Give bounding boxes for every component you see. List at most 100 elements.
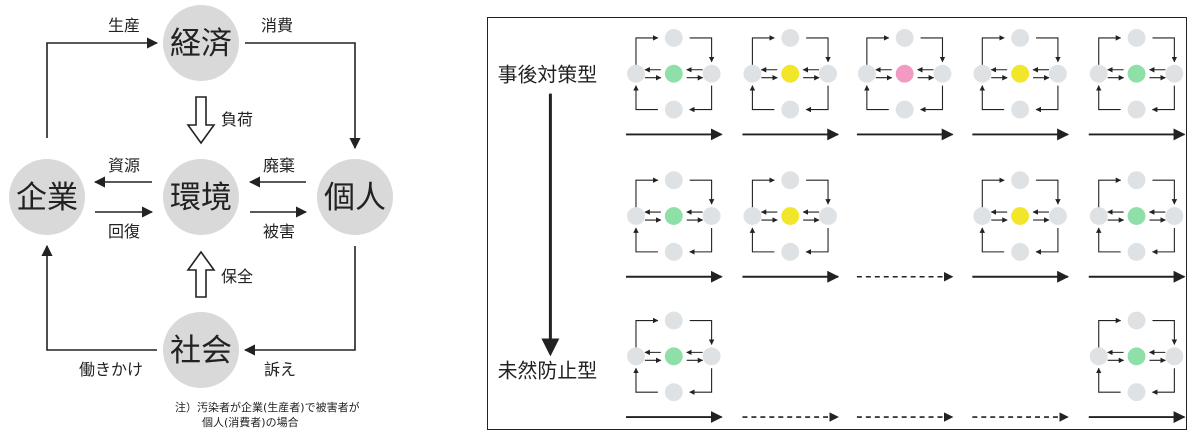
mini-arrow <box>1098 317 1122 349</box>
mini-arrow <box>751 35 775 66</box>
mini-arrow <box>805 85 829 113</box>
mini-node-center-yellow <box>1011 207 1030 225</box>
mini-arrow <box>635 35 659 66</box>
mini-arrow <box>1098 35 1122 66</box>
mini-arrow <box>1152 37 1178 63</box>
mini-arrow <box>1036 37 1061 63</box>
mini-arrow <box>633 85 658 111</box>
mini-node-center-green <box>1127 64 1146 83</box>
mini-arrow <box>1151 85 1175 113</box>
mini-arrow <box>806 179 831 205</box>
mini-node-center-green <box>1127 207 1146 225</box>
mini-arrow <box>749 85 775 111</box>
node-kigyou-label: 企業 <box>16 180 78 216</box>
mini-node-center-green <box>1127 347 1146 366</box>
label-haiki: 廃棄 <box>263 156 295 175</box>
mini-arrow <box>1098 177 1122 209</box>
mini-node <box>627 207 645 225</box>
mini-arrow <box>689 85 713 113</box>
arrow-seisan <box>46 37 159 138</box>
mini-arrow <box>1095 227 1121 253</box>
mini-node <box>664 28 683 47</box>
mini-cycle-icon <box>627 171 721 261</box>
mini-node <box>1165 207 1184 225</box>
node-kojin: 個人 <box>317 159 393 235</box>
mini-cycle-icon <box>1089 28 1184 119</box>
mini-node <box>1011 171 1030 190</box>
node-keizai: 経済 <box>163 5 239 81</box>
prevention-comparison-panel: 事後対策型 未然防止型 <box>487 17 1187 430</box>
node-kigyou: 企業 <box>9 159 85 235</box>
scenario-grid <box>626 28 1186 424</box>
mini-cycle-icon <box>627 28 721 119</box>
mini-node <box>1011 28 1030 47</box>
mini-cycle-icon <box>1089 311 1184 402</box>
arrow-uttae <box>243 246 356 356</box>
mini-arrow <box>920 85 944 113</box>
mini-arrow <box>749 227 775 253</box>
arrow-shouhi <box>245 42 361 150</box>
mini-node-center-yellow <box>781 207 800 225</box>
mini-node <box>819 207 837 225</box>
label-hatarakikake: 働きかけ <box>79 360 143 379</box>
mini-node <box>1048 64 1067 83</box>
mini-node <box>1127 311 1146 330</box>
note-line-2: 個人(消費者)の場合 <box>202 415 299 429</box>
mini-node <box>1089 64 1108 83</box>
mini-node <box>702 207 721 225</box>
node-kojin-label: 個人 <box>324 180 386 216</box>
mini-node <box>1048 207 1067 225</box>
mini-node <box>973 64 992 83</box>
label-hozen: 保全 <box>221 267 253 286</box>
mini-node-center-pink <box>895 64 914 83</box>
mini-node <box>664 383 683 402</box>
label-uttae: 訴え <box>264 360 296 379</box>
mini-arrow <box>1152 179 1178 205</box>
mini-cycle-icon <box>627 311 721 402</box>
mini-node <box>627 347 645 366</box>
mini-node-center-yellow <box>1011 64 1030 83</box>
mini-arrow <box>1035 227 1059 255</box>
mini-arrow <box>1151 368 1175 395</box>
mini-cycle-icon <box>973 28 1067 119</box>
mini-node <box>1165 64 1184 83</box>
mini-node-center-green <box>664 347 683 366</box>
label-jigo-taisaku: 事後対策型 <box>498 64 597 87</box>
mini-node <box>664 242 683 261</box>
node-kankyou-label: 環境 <box>170 180 232 216</box>
mini-arrow <box>864 85 889 111</box>
mini-node <box>1127 100 1146 119</box>
label-shigen: 資源 <box>108 156 140 175</box>
mini-node-center-green <box>664 64 683 83</box>
mini-arrow <box>979 85 1005 111</box>
mini-node <box>1011 100 1030 119</box>
progression-arrow-head <box>541 338 560 357</box>
note-line-1: 注）汚染者が企業(生産者)で被害者が <box>175 400 360 414</box>
mini-node <box>933 64 952 83</box>
mini-node <box>781 28 800 47</box>
mini-node <box>743 207 762 225</box>
mini-arrow <box>633 367 658 393</box>
mini-arrow <box>1151 227 1175 255</box>
mini-node <box>743 64 762 83</box>
mini-node <box>702 64 721 83</box>
mini-arrow <box>751 177 775 209</box>
mini-arrow <box>981 177 1005 209</box>
mini-node <box>1089 207 1108 225</box>
mini-arrow <box>805 227 829 255</box>
mini-node <box>857 64 876 83</box>
mini-node <box>1127 383 1146 402</box>
mini-node <box>664 171 683 190</box>
mini-arrow <box>1152 319 1178 345</box>
node-shakai: 社会 <box>163 312 239 388</box>
mini-node <box>819 64 837 83</box>
mini-arrow <box>1036 179 1061 205</box>
mini-node <box>781 171 800 190</box>
node-shakai-label: 社会 <box>170 333 232 369</box>
mini-node <box>1127 28 1146 47</box>
mini-node <box>781 242 800 261</box>
mini-cycle-icon <box>973 171 1067 261</box>
mini-node-center-green <box>664 207 683 225</box>
node-keizai-label: 経済 <box>170 26 232 62</box>
cycle-diagram: 経済 企業 環境 個人 社会 生産 消費 負荷 資源 回復 廃棄 被害 保全 働… <box>9 5 393 429</box>
